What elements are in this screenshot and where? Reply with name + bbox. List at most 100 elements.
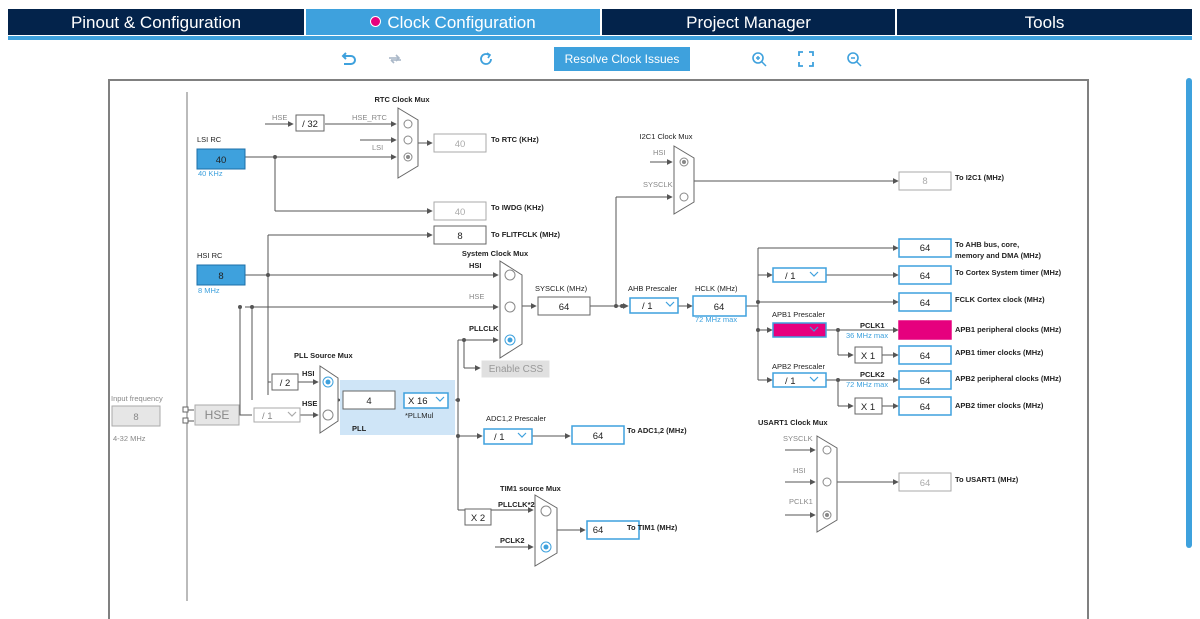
rtc-clock-mux bbox=[397, 107, 419, 179]
i2c1-sysclk-label: SYSCLK bbox=[643, 180, 673, 189]
lsi-label: LSI bbox=[372, 143, 383, 152]
redo-icon[interactable] bbox=[386, 50, 404, 68]
pll-mul-select[interactable] bbox=[403, 392, 449, 409]
apb2-timer-label: APB2 timer clocks (MHz) bbox=[955, 401, 1044, 410]
apb1-periph-value: 64 bbox=[920, 326, 931, 337]
hse-box bbox=[194, 404, 240, 426]
i2c1-hsi-label: HSI bbox=[653, 148, 666, 157]
ahb-value: 64 bbox=[920, 243, 931, 254]
ahb-prescaler-select[interactable] bbox=[629, 297, 679, 314]
hse-div-select[interactable] bbox=[253, 407, 301, 423]
apb1-timer-mult-box bbox=[854, 346, 883, 364]
adc-prescaler-select[interactable] bbox=[483, 428, 533, 445]
i2c1-output-box bbox=[898, 171, 952, 191]
lsi-rc-box bbox=[196, 148, 246, 170]
tab-bar: Pinout & Configuration Clock Configurati… bbox=[0, 0, 1200, 41]
clock-tree-diagram: RTC Clock Mux HSE / 32 HSE_RTC LSI 40 To… bbox=[111, 92, 1062, 601]
usart1-value: 64 bbox=[920, 478, 931, 489]
sys-mux-pllclk-label: PLLCLK bbox=[469, 324, 499, 333]
fit-screen-icon[interactable] bbox=[797, 50, 815, 68]
cortex-value: 64 bbox=[920, 271, 931, 282]
apb1-prescaler-select[interactable] bbox=[772, 322, 827, 338]
pll-source-mux[interactable] bbox=[319, 365, 339, 434]
adc-prescaler-title: ADC1,2 Prescaler bbox=[486, 414, 547, 423]
tim1-mux-title: TIM1 source Mux bbox=[500, 484, 562, 493]
cortex-div-select[interactable] bbox=[772, 267, 827, 283]
flitfclk-output-box bbox=[433, 225, 487, 245]
hsi-rc-title: HSI RC bbox=[197, 251, 223, 260]
ahb-prescaler-value: / 1 bbox=[642, 301, 653, 312]
apb1-timer-label: APB1 timer clocks (MHz) bbox=[955, 348, 1044, 357]
tab-project-manager[interactable]: Project Manager bbox=[602, 9, 895, 35]
pclk1-max: 36 MHz max bbox=[846, 331, 888, 340]
ahb-prescaler-title: AHB Prescaler bbox=[628, 284, 678, 293]
fclk-value: 64 bbox=[920, 298, 931, 309]
rtc-label: To RTC (KHz) bbox=[491, 135, 539, 144]
tab-label: Tools bbox=[1024, 13, 1065, 32]
div32-box bbox=[295, 114, 325, 132]
iwdg-value: 40 bbox=[455, 207, 466, 218]
tim1-output-box bbox=[586, 520, 640, 540]
refresh-icon[interactable] bbox=[477, 50, 495, 68]
apb1-timer-value: 64 bbox=[920, 351, 931, 362]
hsi-rc-box bbox=[196, 264, 246, 286]
usart1-mux-title: USART1 Clock Mux bbox=[758, 418, 828, 427]
sysclk-label: SYSCLK (MHz) bbox=[535, 284, 588, 293]
pll-source-mux-title: PLL Source Mux bbox=[294, 351, 353, 360]
cortex-label: To Cortex System timer (MHz) bbox=[955, 268, 1062, 277]
input-frequency-title: Input frequency bbox=[111, 394, 163, 403]
fclk-label: FCLK Cortex clock (MHz) bbox=[955, 295, 1045, 304]
zoom-out-icon[interactable] bbox=[845, 50, 863, 68]
iwdg-output-box bbox=[433, 201, 487, 221]
tab-clock-configuration[interactable]: Clock Configuration bbox=[306, 9, 600, 35]
tim1-source-mux[interactable] bbox=[534, 494, 558, 567]
system-clock-mux[interactable] bbox=[499, 260, 523, 359]
apb1-timer-output-box bbox=[898, 345, 952, 365]
cortex-div-value: / 1 bbox=[785, 271, 796, 282]
apb1-prescaler-value: / 1 bbox=[785, 326, 796, 337]
hclk-input[interactable] bbox=[692, 295, 747, 317]
adc-value: 64 bbox=[593, 431, 604, 442]
tab-pinout-configuration[interactable]: Pinout & Configuration bbox=[8, 9, 304, 35]
fclk-output-box bbox=[898, 292, 952, 312]
input-frequency-range: 4-32 MHz bbox=[113, 434, 146, 443]
clock-diagram-canvas bbox=[108, 79, 1089, 619]
i2c1-mux-title: I2C1 Clock Mux bbox=[640, 132, 693, 141]
usart1-hsi-label: HSI bbox=[793, 466, 806, 475]
usart1-label: To USART1 (MHz) bbox=[955, 475, 1019, 484]
resolve-clock-issues-button[interactable]: Resolve Clock Issues bbox=[554, 47, 690, 71]
sysclk-box bbox=[537, 296, 591, 316]
input-frequency-value: 8 bbox=[133, 412, 138, 423]
undo-icon[interactable] bbox=[339, 50, 357, 68]
apb1-periph-output-box bbox=[898, 320, 952, 340]
x2-label: X 2 bbox=[471, 513, 485, 524]
lsi-rc-freq: 40 KHz bbox=[198, 169, 223, 178]
input-frequency-box[interactable] bbox=[111, 405, 161, 427]
rtc-value: 40 bbox=[455, 139, 466, 150]
pclk1-label: PCLK1 bbox=[860, 321, 885, 330]
apb2-periph-output-box bbox=[898, 370, 952, 390]
zoom-in-icon[interactable] bbox=[750, 50, 768, 68]
enable-css-button[interactable] bbox=[481, 360, 550, 378]
adc-label: To ADC1,2 (MHz) bbox=[627, 426, 687, 435]
sys-mux-hse-label: HSE bbox=[469, 292, 484, 301]
ahb-output-box bbox=[898, 238, 952, 258]
tab-underline bbox=[8, 36, 1192, 40]
tab-tools[interactable]: Tools bbox=[897, 9, 1192, 35]
apb2-prescaler-title: APB2 Prescaler bbox=[772, 362, 825, 371]
apb2-timer-output-box bbox=[898, 396, 952, 416]
tim1-label: To TIM1 (MHz) bbox=[627, 523, 678, 532]
tab-label: Clock Configuration bbox=[387, 13, 536, 32]
pll-label: PLL bbox=[352, 424, 367, 433]
pll-mux-hsi-label: HSI bbox=[302, 369, 315, 378]
tim1-value: 64 bbox=[593, 525, 604, 536]
vertical-scrollbar[interactable] bbox=[1186, 78, 1192, 548]
iwdg-label: To IWDG (KHz) bbox=[491, 203, 544, 212]
i2c1-clock-mux bbox=[673, 145, 695, 215]
system-clock-mux-title: System Clock Mux bbox=[462, 249, 529, 258]
hsi-rc-freq: 8 MHz bbox=[198, 286, 220, 295]
hse-rtc-label: HSE_RTC bbox=[352, 113, 387, 122]
apb2-prescaler-select[interactable] bbox=[772, 372, 827, 388]
div2-box bbox=[271, 373, 299, 391]
ahb-label-line2: memory and DMA (MHz) bbox=[955, 251, 1041, 260]
